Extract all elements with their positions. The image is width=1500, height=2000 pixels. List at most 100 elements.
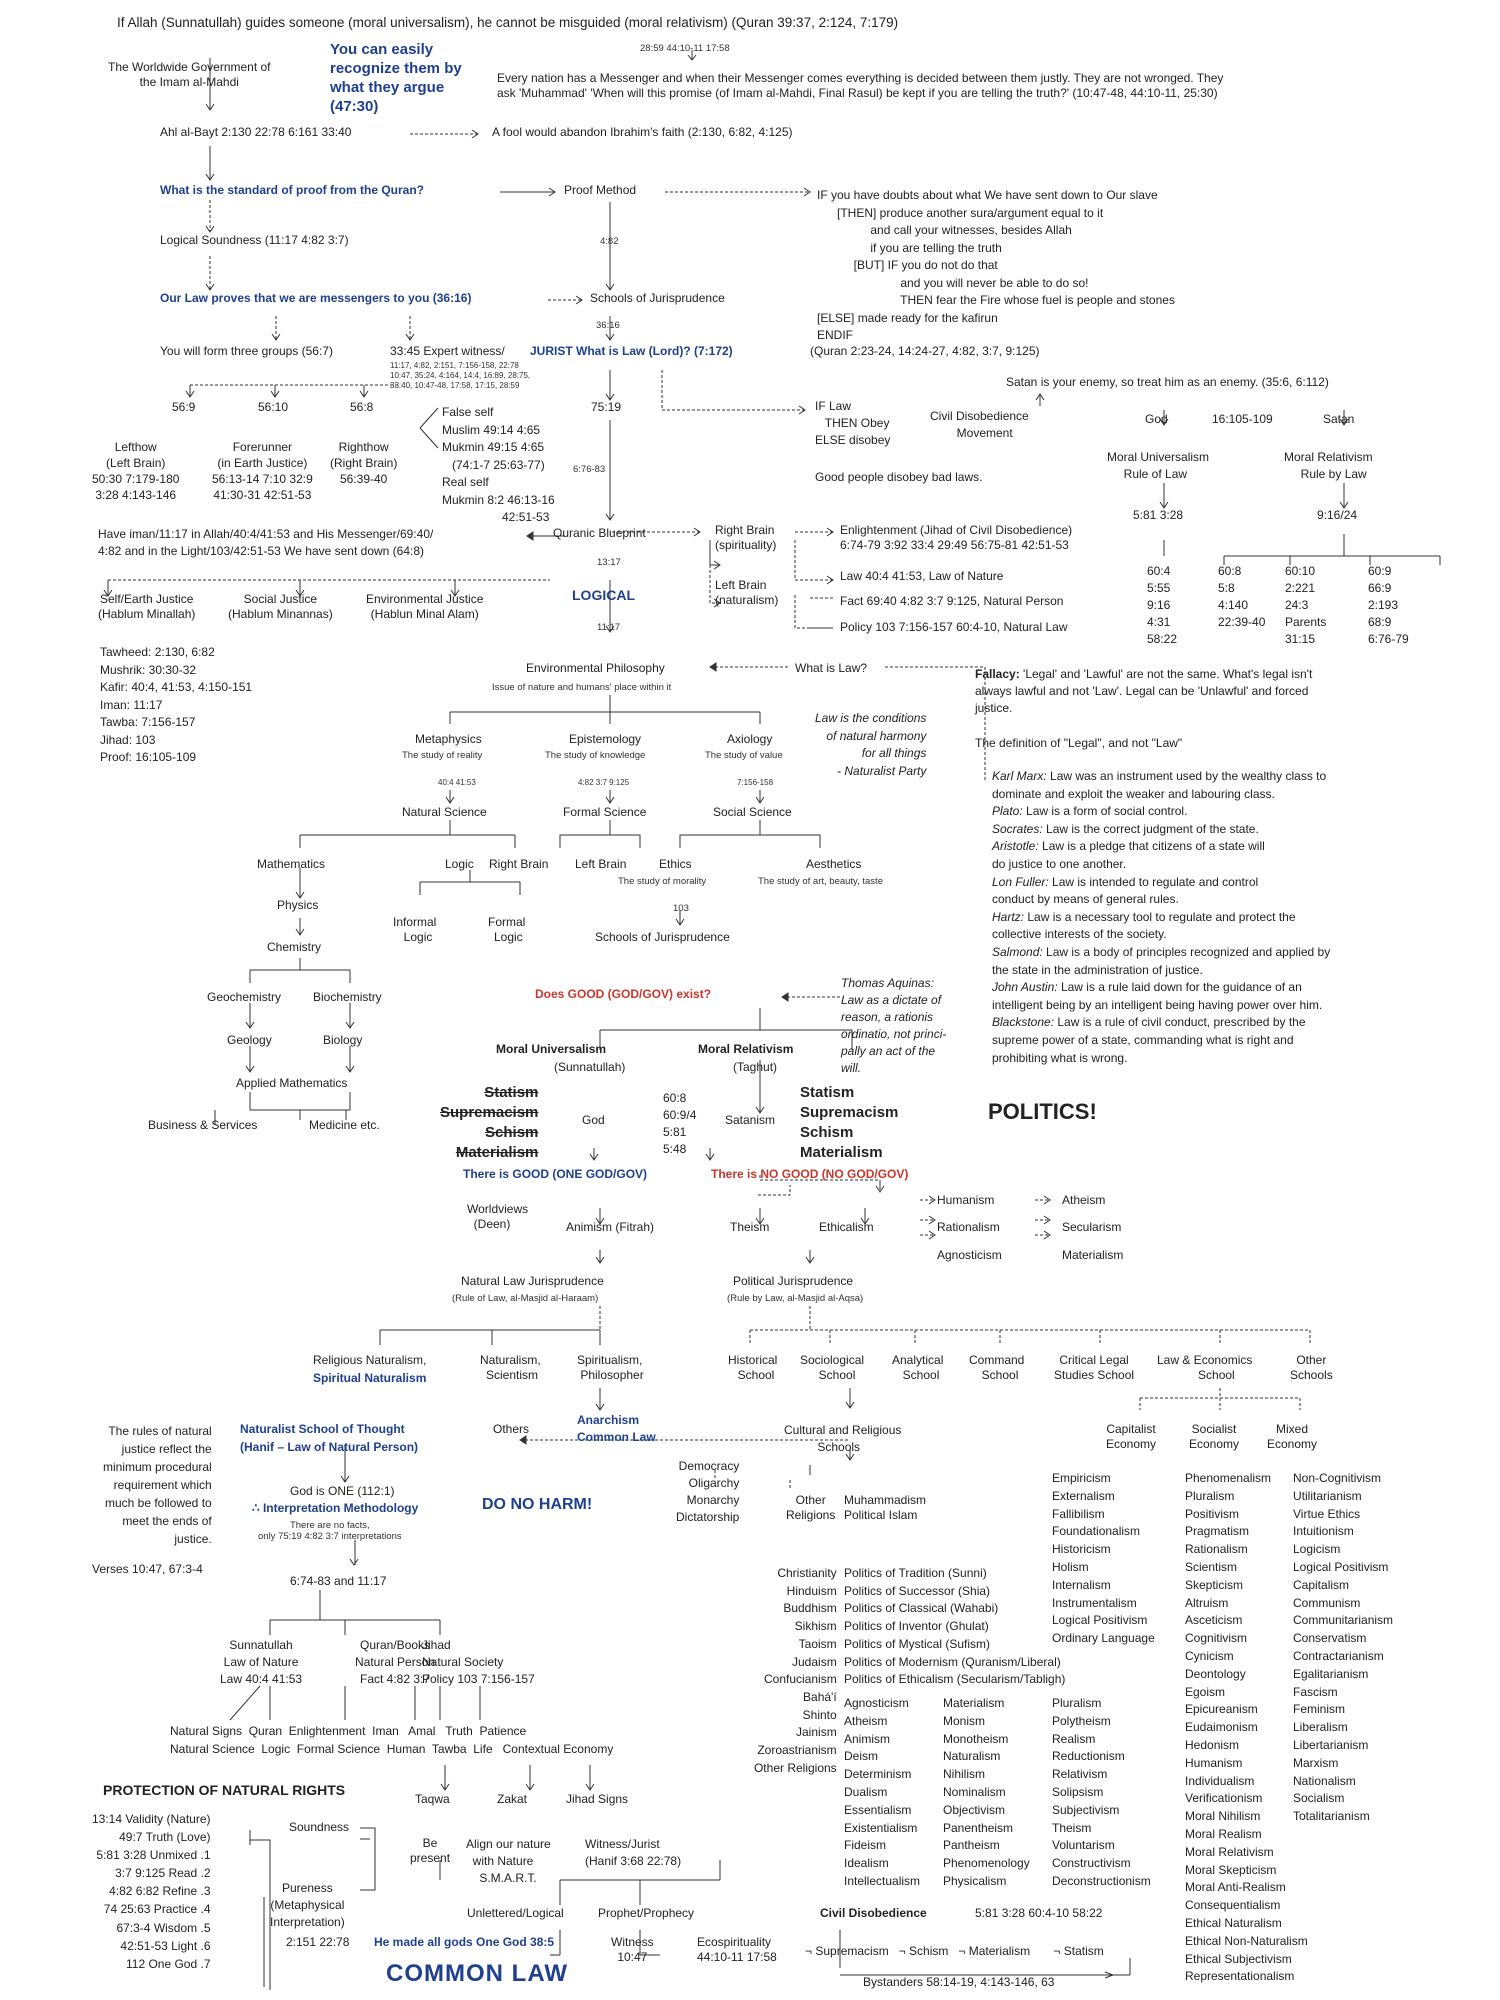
rule-by-law: (Rule by Law, al-Masjid al-Aqsa)	[727, 1293, 864, 1304]
natural-science: Natural Science	[402, 805, 487, 819]
axiology-desc: The study of value	[705, 750, 783, 761]
politics-of-list: Politics of Tradition (Sunni) Politics o…	[844, 1566, 1066, 1687]
ref-13-17: 13:17	[597, 557, 621, 568]
rule-of-law: (Rule of Law, al-Masjid al-Haraam)	[452, 1293, 599, 1304]
isms-col-1: Agnosticism Atheism Animism Deism Determ…	[844, 1696, 921, 1888]
proof-standard-question: What is the standard of proof from the Q…	[160, 183, 424, 197]
legal-theorists-list: Karl Marx: Law was an instrument used by…	[992, 768, 1330, 1067]
logic: Logic	[445, 857, 474, 871]
small-refs-top: 28:59 44:10-11 17:58	[640, 43, 730, 54]
jihad-society: Jihad Natural Society Policy 103 7:156-1…	[422, 1638, 535, 1686]
sunnatullah-label: (Sunnatullah)	[554, 1060, 626, 1074]
law-economics-school: Law & Economics School	[1157, 1353, 1253, 1382]
group-56-10: 56:10	[258, 400, 289, 414]
religions-list: Christianity Hinduism Buddhism Sikhism T…	[753, 1566, 837, 1775]
refs-col-3: 60:10 2:221 24:3 Parents 31:15	[1285, 564, 1327, 646]
government-types: Democracy Oligarchy Monarchy Dictatorshi…	[676, 1459, 740, 1524]
group-56-9: 56:9	[172, 400, 196, 414]
prophet-prophecy: Prophet/Prophecy	[598, 1906, 695, 1920]
analytical-school: Analytical School	[892, 1353, 944, 1382]
isms-col-2: Materialism Monism Monotheism Naturalism…	[943, 1696, 1030, 1888]
ref-6-76: 6:76-83	[573, 464, 606, 475]
secularism: Secularism	[1062, 1220, 1122, 1234]
biology: Biology	[323, 1033, 363, 1047]
theorist-definition: Law is intended to regulate and control …	[992, 874, 1259, 907]
naturalist-school: Naturalist School of Thought	[240, 1422, 405, 1436]
worldwide-government: The Worldwide Government of the Imam al-…	[108, 60, 271, 89]
protection-of-natural-rights: PROTECTION OF NATURAL RIGHTS	[103, 1782, 346, 1798]
right-brain-mid: Right Brain	[489, 857, 549, 871]
ref-11-17: 11:17	[597, 622, 621, 633]
formal-science: Formal Science	[563, 805, 647, 819]
satanism: Satanism	[725, 1113, 776, 1127]
business-services: Business & Services	[148, 1118, 258, 1132]
soundness: Soundness	[289, 1820, 350, 1834]
religious-naturalism: Religious Naturalism,	[313, 1353, 427, 1367]
theorist-definition: Law is a necessary tool to regulate and …	[992, 909, 1296, 942]
what-is-law: JURIST What is Law (Lord)? (7:172)	[530, 344, 733, 358]
theorist-name: Socrates:	[992, 821, 1043, 836]
if-then-block: IF you have doubts about what We have se…	[817, 188, 1175, 342]
ref-2-151: 2:151 22:78	[286, 1935, 350, 1949]
biochemistry: Biochemistry	[313, 990, 382, 1004]
god-mid: God	[582, 1113, 605, 1127]
satan-enemy: Satan is your enemy, so treat him as an …	[1006, 375, 1329, 389]
materialism: Materialism	[1062, 1248, 1124, 1262]
sunnatullah-law: Sunnatullah Law of Nature Law 40:4 41:53	[220, 1638, 303, 1686]
ahl-al-bayt: Ahl al-Bayt 2:130 22:78 6:161 33:40	[160, 125, 352, 139]
small-refs-jurist: 11:17, 4:82, 2:151, 7:156-158, 22:78 10:…	[390, 361, 531, 390]
refs-col-4: 60:9 66:9 2:193 68:9 6:76-79	[1368, 564, 1409, 646]
historical-school: Historical School	[728, 1353, 778, 1382]
header-title: If Allah (Sunnatullah) guides someone (m…	[117, 15, 899, 30]
definition-legal: The definition of "Legal", and not "Law"	[975, 736, 1183, 750]
taghut-label: (Taghut)	[733, 1060, 778, 1074]
theorist-name: Salmond:	[992, 944, 1043, 959]
metaphysics-ref: 40:4 41:53	[438, 778, 476, 787]
have-iman: Have iman/11:17 in Allah/40:4/41:53 and …	[98, 527, 434, 558]
right-brain-spirituality: Right Brain (spirituality)	[715, 523, 777, 552]
what-is-law-question: What is Law?	[795, 661, 868, 675]
ref-36-16: 36:16	[596, 320, 620, 331]
natural-signs-row: Natural Signs Quran Enlightenment Iman A…	[170, 1724, 614, 1756]
refs-60-8: 60:8 60:9/4 5:81 5:48	[663, 1091, 697, 1156]
theorist-name: Hartz:	[992, 909, 1025, 924]
ethics: Ethics	[659, 857, 692, 871]
axiology: Axiology	[727, 732, 773, 746]
isms-col-3: Pluralism Polytheism Realism Reductionis…	[1052, 1696, 1151, 1888]
align-with-nature: Align our nature with Nature S.M.A.R.T.	[466, 1837, 551, 1885]
righthow: Righthow (Right Brain) 56:39-40	[330, 440, 398, 486]
medicine: Medicine etc.	[309, 1118, 380, 1132]
civil-disobedience: Civil Disobedience	[820, 1906, 927, 1920]
politics-heading: POLITICS!	[988, 1099, 1097, 1124]
there-is-no-good: There is NO GOOD (NO GOD/GOV)	[711, 1167, 909, 1181]
theorist-definition: Law is the correct judgment of the state…	[1046, 821, 1259, 836]
ref-6-74: 6:74-83 and 11:17	[290, 1574, 387, 1588]
theorist-name: John Austin:	[992, 980, 1058, 995]
animism: Animism (Fitrah)	[566, 1220, 655, 1234]
ref-16-105: 16:105-109	[1212, 412, 1273, 426]
messenger-text: Every nation has a Messenger and when th…	[497, 71, 1224, 100]
theism: Theism	[730, 1220, 770, 1234]
ethicalism: Ethicalism	[819, 1220, 874, 1234]
witness-10-47: Witness 10:47	[611, 1935, 654, 1964]
be-present: Be present	[410, 1836, 451, 1865]
expert-witness: 33:45 Expert witness/	[390, 344, 505, 358]
mixed-economy: Mixed Economy	[1267, 1422, 1318, 1451]
tawheed-list: Tawheed: 2:130, 6:82 Mushrik: 30:30-32 K…	[100, 645, 253, 764]
fact-natural-person: Fact 69:40 4:82 3:7 9:125, Natural Perso…	[840, 594, 1064, 608]
law-of-nature: Law 40:4 41:53, Law of Nature	[840, 569, 1004, 583]
do-no-harm: DO NO HARM!	[482, 1496, 593, 1513]
enlightenment: Enlightenment (Jihad of Civil Disobedien…	[840, 523, 1073, 552]
fallacy-note: Fallacy: 'Legal' and 'Lawful' are not th…	[975, 666, 1312, 717]
theorist-definition: Law is a rule laid down for the guidance…	[992, 980, 1323, 1012]
other-schools: Other Schools	[1290, 1353, 1333, 1382]
schools-of-jurisprudence-top: Schools of Jurisprudence	[590, 291, 725, 305]
bystanders: Bystanders 58:14-19, 4:143-146, 63	[863, 1975, 1055, 1989]
naturalist-party-quote: Law is the conditions of natural harmony…	[815, 710, 926, 780]
ecospirituality: Ecospirituality 44:10-11 17:58	[697, 1935, 777, 1964]
group-56-8: 56:8	[350, 400, 374, 414]
epistemology: Epistemology	[569, 732, 642, 746]
three-groups: You will form three groups (56:7)	[160, 344, 333, 358]
quran-refs: (Quran 2:23-24, 14:24-27, 4:82, 3:7, 9:1…	[810, 344, 1040, 358]
ref-75-19: 75:19	[591, 400, 622, 414]
